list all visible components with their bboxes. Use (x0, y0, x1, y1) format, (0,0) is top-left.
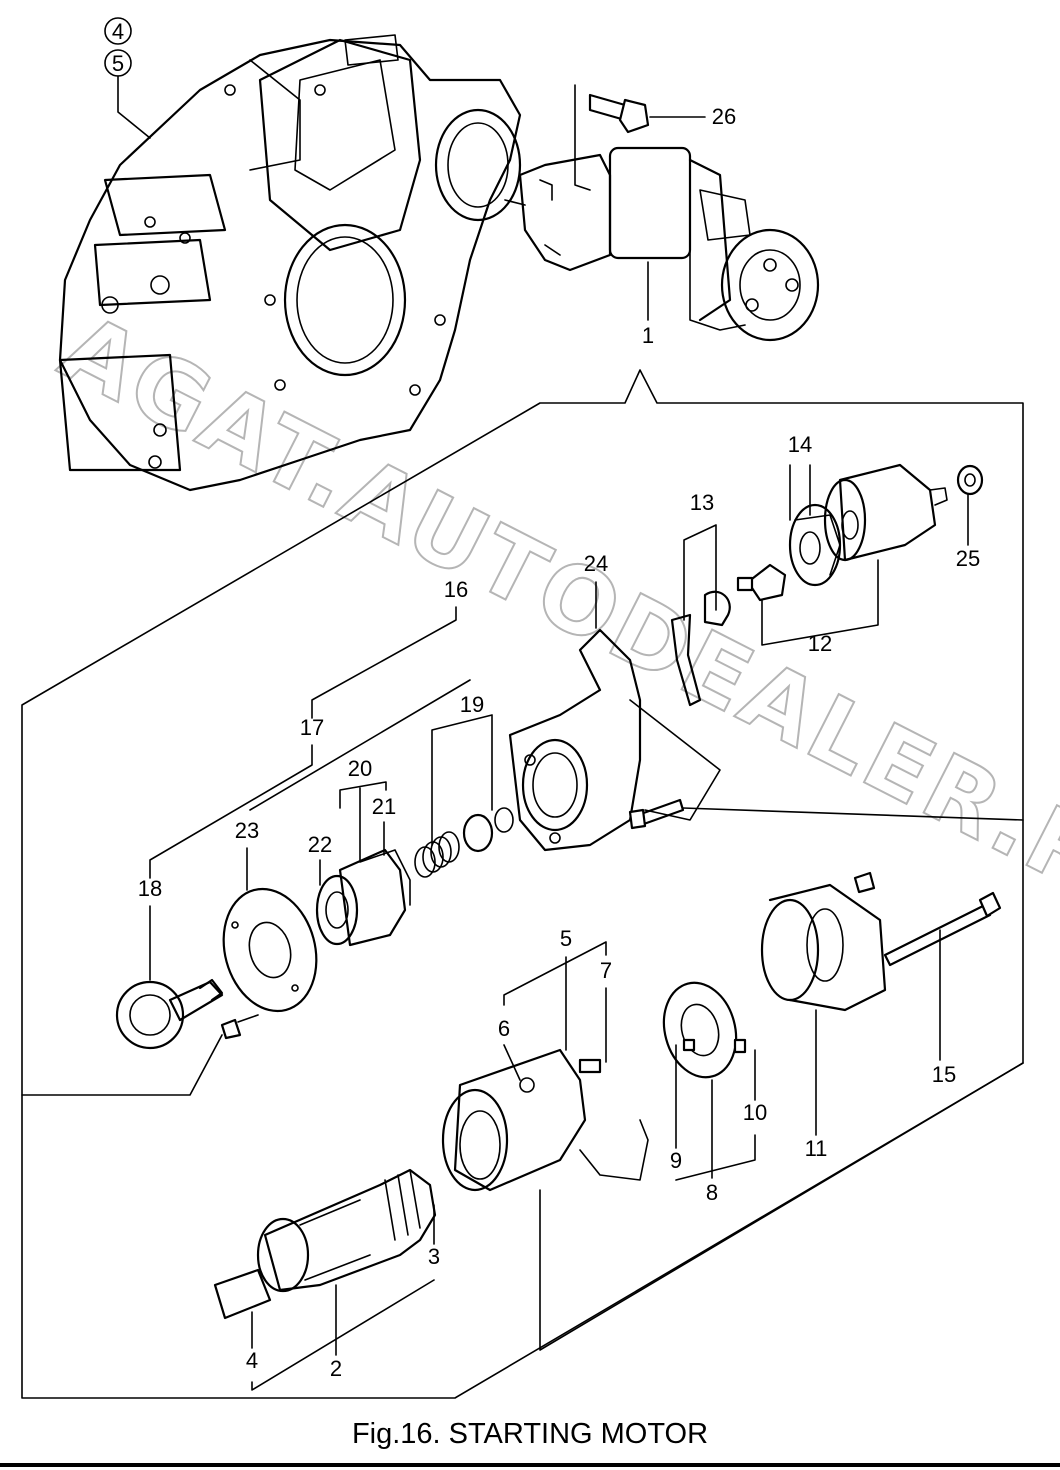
bottom-rule (0, 1463, 1060, 1467)
brush-holder-8 (662, 981, 747, 1079)
callout-6: 6 (498, 1016, 510, 1041)
callout-25: 25 (956, 546, 980, 571)
screw-11 (853, 871, 876, 894)
callout-15: 15 (932, 1062, 956, 1087)
callout-1: 1 (642, 323, 654, 348)
flywheel-housing (58, 34, 522, 492)
callout-10: 10 (743, 1100, 767, 1125)
callout-13: 13 (690, 490, 714, 515)
rear-cover-11 (760, 883, 887, 1012)
callout-17: 17 (300, 715, 324, 740)
callout-8: 8 (706, 1180, 718, 1205)
yoke-5 (441, 1048, 649, 1192)
leader-5 (503, 941, 607, 1051)
callout-2: 2 (330, 1356, 342, 1381)
leader-8 (675, 1079, 756, 1181)
svg-text:5: 5 (112, 51, 124, 76)
callout-24: 24 (584, 551, 608, 576)
callout-19: 19 (460, 692, 484, 717)
callout-20: 20 (348, 756, 372, 781)
spring-seal-14 (788, 503, 842, 587)
leader-17 (149, 744, 313, 879)
bolt-26 (588, 93, 650, 134)
callout-3: 3 (428, 1244, 440, 1269)
leader-6 (503, 1044, 521, 1081)
leader-16 (311, 606, 457, 719)
starting-motor-assembly (504, 146, 820, 342)
callout-4: 4 (246, 1348, 258, 1373)
leader-20 (339, 781, 387, 861)
callout-22: 22 (308, 832, 332, 857)
callout-26: 26 (712, 104, 736, 129)
leader-19 (431, 714, 493, 846)
circled-label-4: 4 (104, 17, 132, 45)
clutch-20 (315, 848, 411, 947)
through-bolt-15 (883, 891, 1002, 967)
callout-7: 7 (600, 958, 612, 983)
leader-26-bracket (574, 84, 591, 191)
plunger-12 (736, 563, 787, 602)
leader-2-4-bracket (251, 1279, 435, 1391)
svg-text:4: 4 (112, 19, 124, 44)
callout-5: 5 (560, 926, 572, 951)
watermark: AGAT.AUTODEALER.RU (45, 294, 1060, 950)
figure-caption: Fig.16. STARTING MOTOR (351, 1418, 709, 1450)
solenoid-12 (823, 463, 948, 562)
cap-25 (956, 464, 984, 496)
callout-23: 23 (235, 818, 259, 843)
circled-label-5: 5 (104, 49, 132, 77)
spring-19 (414, 807, 514, 878)
cover-plate-23 (222, 887, 318, 1013)
leader-12 (761, 559, 879, 646)
leader-bracket-24 (682, 807, 1024, 821)
leader-yoke-bracket (539, 1062, 1024, 1351)
exploded-view-frame (21, 369, 1024, 1399)
armature-2 (213, 1168, 437, 1320)
bolt-24 (628, 798, 685, 830)
leader-screw (21, 1034, 223, 1096)
callout-14: 14 (788, 432, 812, 457)
pinion-gear-18 (115, 978, 224, 1050)
callout-9: 9 (670, 1148, 682, 1173)
callout-16: 16 (444, 577, 468, 602)
leader-17-20 (249, 679, 471, 811)
screw-18 (220, 1014, 259, 1040)
callout-11: 11 (805, 1136, 828, 1161)
leader-housing (117, 75, 151, 139)
leader-14 (789, 464, 811, 521)
leader-13 (683, 524, 717, 621)
callout-18: 18 (138, 876, 162, 901)
lever-13 (670, 590, 731, 707)
callout-21: 21 (372, 794, 396, 819)
